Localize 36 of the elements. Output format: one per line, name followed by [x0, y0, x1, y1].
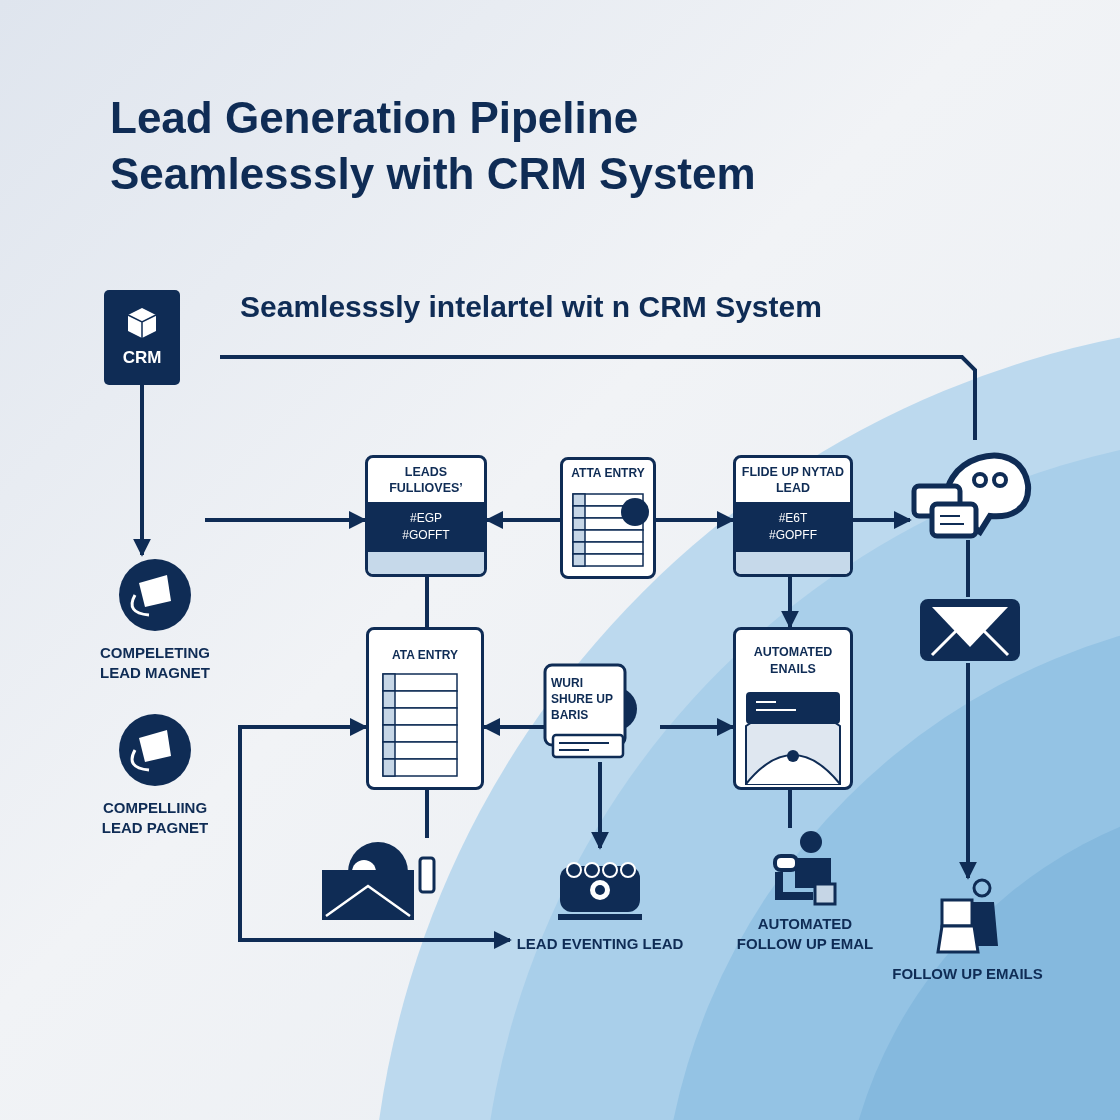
arrow: [660, 718, 735, 736]
process-box: [733, 455, 853, 577]
process-box: [733, 627, 853, 790]
arrow: [853, 511, 912, 529]
box-heading: ATA ENTRY: [391, 648, 459, 662]
arrow: [238, 718, 512, 949]
arrow: [781, 577, 799, 629]
arrow: [482, 718, 545, 736]
process-box: [365, 455, 487, 577]
box-label: CRM: [121, 348, 163, 368]
box-heading: AUTOMATED ENAILS: [752, 644, 834, 678]
box-code-text: #E6T #GOPFF: [768, 510, 818, 544]
node-label: FOLLOW UP EMAILS: [891, 964, 1044, 984]
crm-box: [104, 290, 180, 385]
connector-line: [966, 540, 970, 597]
connector-line: [425, 577, 429, 627]
node-label: LEAD EVENTING LEAD: [515, 934, 685, 954]
arrow: [485, 511, 560, 529]
title: Lead Generation Pipeline Seamlesssly with CRM System: [110, 92, 757, 200]
box-code-text: #EGP #GOFFT: [401, 510, 451, 544]
arrow: [959, 663, 977, 880]
connector-line: [788, 790, 792, 828]
node-label: AUTOMATED FOLLOW UP EMAL: [735, 914, 875, 954]
node-label: COMPELETING LEAD MAGNET: [99, 643, 211, 683]
card-text: WURI SHURE UP BARIS: [550, 675, 614, 723]
connector-line: [425, 790, 429, 838]
node-label: COMPELLIING LEAD PAGNET: [100, 798, 210, 838]
arrow: [591, 762, 609, 850]
box-heading: FLIDE UP NYTAD LEAD: [740, 464, 846, 496]
subtitle: Seamlesssly intelartel wit n CRM System: [240, 290, 822, 324]
connector-line: [220, 355, 977, 440]
arrow: [205, 511, 367, 529]
box-heading: ATTA ENTRY: [570, 466, 646, 480]
box-heading: LEADS FULLIOVES’: [388, 464, 464, 496]
arrow: [133, 385, 151, 557]
arrow: [656, 511, 735, 529]
